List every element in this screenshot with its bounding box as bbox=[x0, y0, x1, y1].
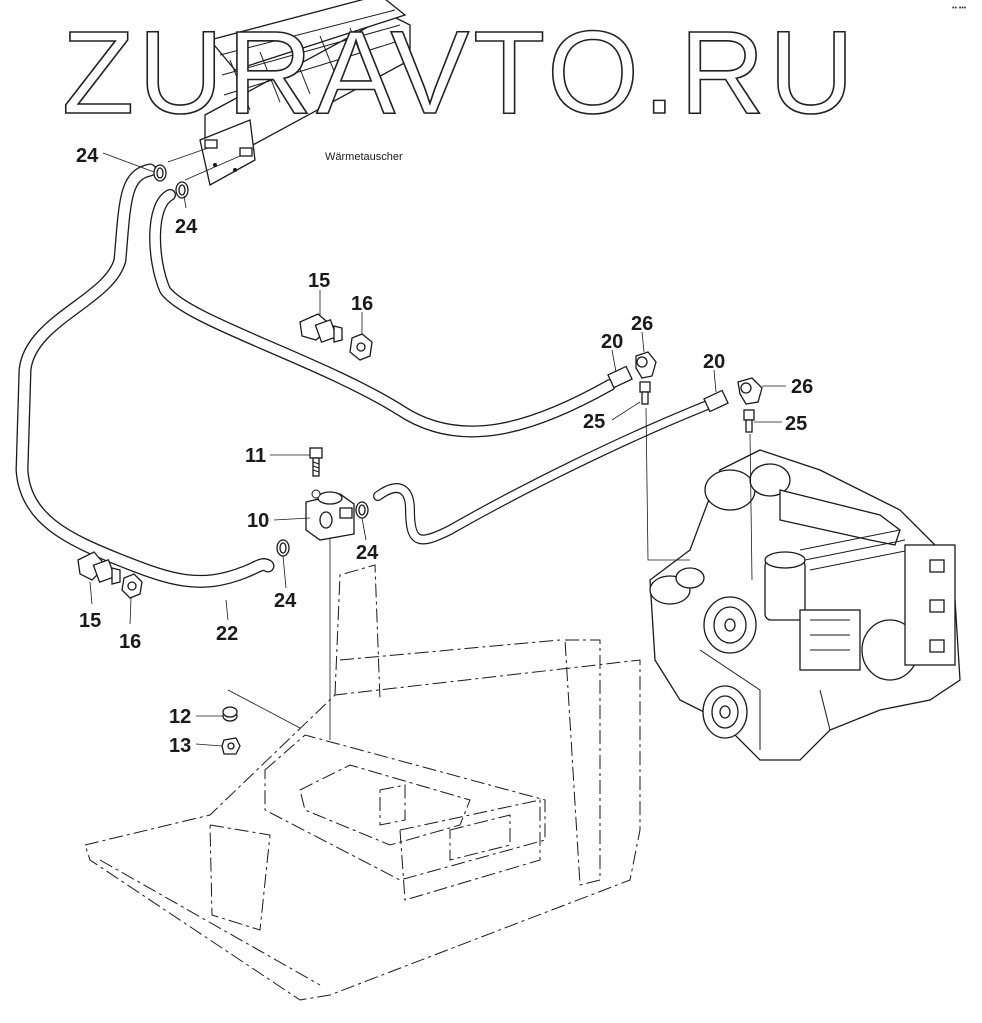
hose-inner bbox=[149, 189, 616, 438]
watermark: ZURAVTO.RU bbox=[62, 7, 858, 139]
hose-22 bbox=[15, 163, 275, 588]
callout-10: 10 bbox=[247, 510, 269, 532]
callout-26-left: 26 bbox=[631, 313, 653, 335]
callout-12: 12 bbox=[169, 706, 191, 728]
callout-26-right: 26 bbox=[791, 376, 813, 398]
callout-15-upper: 15 bbox=[308, 270, 330, 292]
hose-clamp-24-c bbox=[355, 501, 369, 519]
callout-24-right: 24 bbox=[356, 542, 379, 564]
callout-15-lower: 15 bbox=[79, 610, 101, 632]
nut-16-upper bbox=[349, 333, 373, 361]
heat-exchanger bbox=[167, 0, 411, 186]
callout-11: 11 bbox=[245, 445, 266, 467]
nut-12 bbox=[222, 706, 238, 722]
heat-exchanger-label: Wärmetauscher bbox=[325, 151, 403, 163]
hose-fitting-20-left bbox=[607, 365, 633, 389]
callout-16-lower: 16 bbox=[119, 631, 141, 653]
callout-24-top: 24 bbox=[76, 145, 99, 167]
hose-fitting-20-right bbox=[703, 389, 729, 413]
hose-clamp-24-d bbox=[276, 539, 290, 557]
callout-24-low: 24 bbox=[274, 590, 297, 612]
engine bbox=[649, 449, 961, 761]
elbow-26-left bbox=[635, 351, 657, 379]
screw-11 bbox=[309, 447, 323, 477]
callout-25-right: 25 bbox=[785, 413, 807, 435]
corner-marker: •• ••• bbox=[952, 5, 967, 12]
hose-clamp-24-b bbox=[175, 181, 189, 199]
callout-24-mid: 24 bbox=[175, 216, 198, 238]
nipple-25-left bbox=[639, 381, 651, 405]
callout-13: 13 bbox=[169, 735, 191, 757]
fitting-15-upper bbox=[299, 313, 343, 344]
elbow-26-right bbox=[737, 377, 763, 405]
callout-20-left: 20 bbox=[601, 331, 623, 353]
nut-16-lower bbox=[121, 573, 143, 599]
hose-valve-to-engine bbox=[373, 399, 715, 545]
callout-20-right: 20 bbox=[703, 351, 725, 373]
callout-22: 22 bbox=[216, 623, 238, 645]
fitting-15-lower bbox=[77, 551, 121, 585]
hose-clamp-24-a bbox=[153, 164, 167, 182]
callout-16-upper: 16 bbox=[351, 293, 373, 315]
nut-13 bbox=[221, 737, 241, 755]
valve-10 bbox=[305, 489, 355, 541]
frame bbox=[84, 564, 641, 1001]
nipple-25-right bbox=[743, 409, 755, 433]
callout-25-left: 25 bbox=[583, 411, 605, 433]
leader-lines bbox=[89, 152, 786, 747]
